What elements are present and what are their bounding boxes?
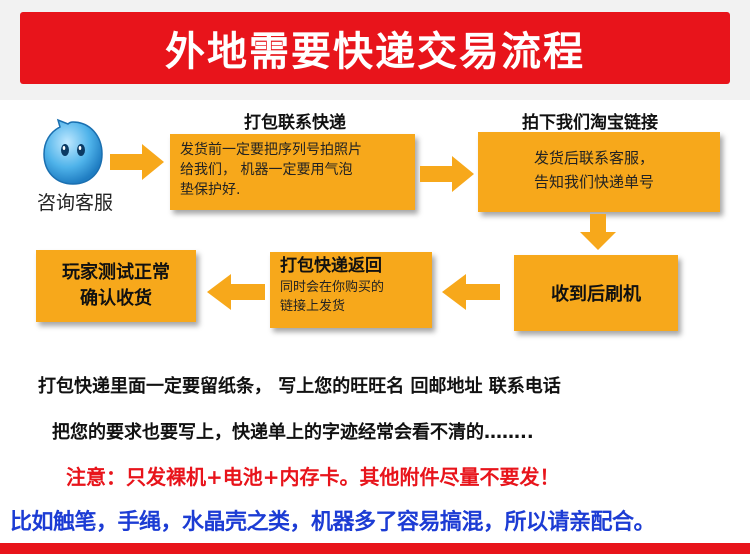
chat-bubble-icon — [38, 118, 108, 188]
start-label: 咨询客服 — [36, 192, 113, 214]
receive-text: 收到后刷机 — [551, 284, 641, 305]
link-text-line: 告知我们快递单号 — [534, 173, 655, 191]
note-line-1: 打包快递里面一定要留纸条， 写上您的旺旺名 回邮地址 联系电话 — [38, 376, 561, 397]
confirm-text-line: 确认收货 — [80, 288, 152, 309]
example-line: 比如触笔，手绳，水晶壳之类，机器多了容易搞混，所以请亲配合。 — [10, 510, 656, 535]
pack-text-line: 垫保护好. — [180, 182, 241, 198]
page-title: 外地需要快递交易流程 — [20, 12, 730, 84]
pack-text-line: 给我们， 机器一定要用气泡 — [180, 162, 353, 178]
arrow-right-icon — [110, 142, 166, 186]
note-line-2: 把您的要求也要写上，快递单上的字迹经常会看不清的…….. — [52, 422, 534, 443]
link-step-label: 拍下我们淘宝链接 — [522, 113, 658, 133]
pack-text-line: 发货前一定要把序列号拍照片 — [180, 142, 362, 158]
receive-step-box: 收到后刷机 — [514, 255, 678, 331]
bottom-bar — [0, 543, 750, 554]
arrow-left-icon — [440, 272, 500, 316]
link-step-box: 发货后联系客服， 告知我们快递单号 — [478, 132, 720, 212]
notice-line: 注意：只发裸机+电池+内存卡。其他附件尽量不要发！ — [66, 465, 560, 489]
return-text-line: 链接上发货 — [280, 299, 346, 314]
pack-step-box: 发货前一定要把序列号拍照片 给我们， 机器一定要用气泡 垫保护好. — [170, 134, 415, 210]
arrow-left-icon — [205, 272, 265, 316]
confirm-text-line: 玩家测试正常 — [62, 262, 170, 283]
return-text-line: 同时会在你购买的 — [280, 280, 385, 295]
return-step-label: 打包快递返回 — [280, 256, 382, 276]
arrow-right-icon — [420, 154, 476, 198]
arrow-down-icon — [578, 214, 618, 256]
link-text-line: 发货后联系客服， — [534, 149, 655, 167]
return-step-box: 打包快递返回 同时会在你购买的 链接上发货 — [270, 252, 432, 328]
pack-step-label: 打包联系快递 — [244, 113, 346, 133]
confirm-step-box: 玩家测试正常 确认收货 — [36, 250, 196, 322]
